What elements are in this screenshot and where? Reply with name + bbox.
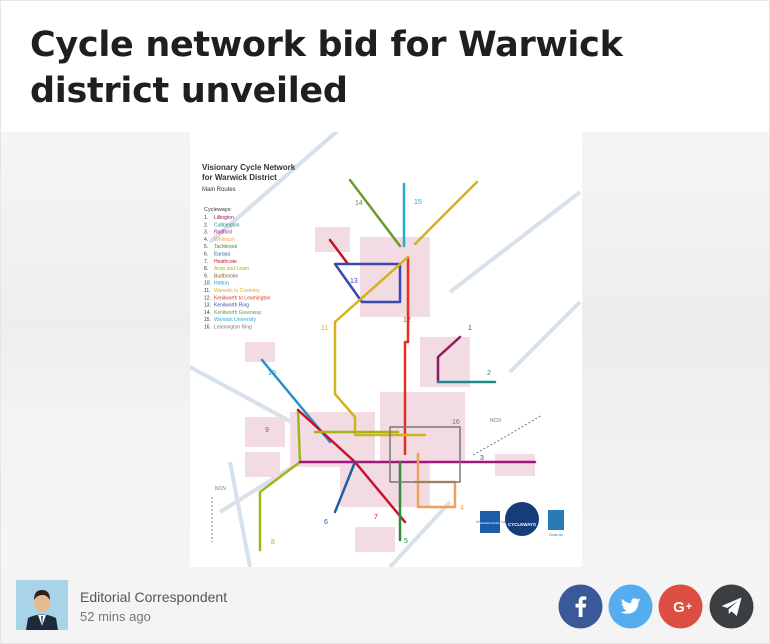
map-subtitle: Main Routes <box>202 187 236 193</box>
route-number-label: 11 <box>321 325 328 332</box>
legend-number: 1. <box>204 215 208 221</box>
article-hero-image[interactable]: Visionary Cycle Network for Warwick Dist… <box>1 132 769 567</box>
legend-number: 6. <box>204 252 208 258</box>
legend-number: 4. <box>204 237 208 243</box>
share-twitter-button[interactable] <box>608 584 653 629</box>
google-plus-icon: G + <box>658 584 703 629</box>
post-time: 52 mins ago <box>80 609 151 624</box>
svg-text:+: + <box>686 601 692 613</box>
twitter-icon <box>608 584 653 629</box>
route-number-label: 1 <box>468 325 472 332</box>
author-name[interactable]: Editorial Correspondent <box>80 589 228 605</box>
legend-item: Avon and Leam <box>214 266 249 272</box>
legend-number: 8. <box>204 266 208 272</box>
legend-item: Europa <box>214 252 230 258</box>
route-number-label: 7 <box>374 514 378 521</box>
legend-item: Kenilworth to Leamington <box>214 295 271 301</box>
legend-item: Lillington <box>214 215 234 221</box>
map-background-roads <box>190 132 582 567</box>
legend-item: Whitnash <box>214 237 235 243</box>
share-google-plus-button[interactable]: G + <box>658 584 703 629</box>
article-footer: Editorial Correspondent 52 mins ago G + <box>1 567 769 643</box>
map-badges: Warwick District CYCLEWAYS Clean Air <box>479 502 564 537</box>
share-telegram-button[interactable] <box>709 584 754 629</box>
ncn-label-east: NCN <box>490 418 501 424</box>
map-text: Visionary Cycle Network for Warwick Dist… <box>202 163 296 213</box>
legend-number: 12. <box>204 295 211 301</box>
legend-number: 9. <box>204 273 208 279</box>
legend-number: 7. <box>204 259 208 265</box>
route-number-label: 4 <box>460 505 464 512</box>
cycleways-badge <box>505 502 539 536</box>
warwick-district-badge <box>480 511 500 533</box>
legend-heading: Cycleways: <box>204 207 232 213</box>
legend-item: Hatton <box>214 281 229 287</box>
map-title-line2: for Warwick District <box>202 173 277 182</box>
route-number-label: 13 <box>350 278 358 285</box>
svg-text:G: G <box>673 599 685 616</box>
route-number-label: 6 <box>324 519 328 526</box>
hero-blur-right <box>579 132 769 567</box>
legend-item: Cubbington <box>214 222 240 228</box>
legend-number: 14. <box>204 310 211 316</box>
legend-number: 3. <box>204 230 208 236</box>
route-number-label: 10 <box>268 370 276 377</box>
legend-item: Heathcote <box>214 259 237 265</box>
map-routes <box>258 178 537 552</box>
route-number-label: 2 <box>487 370 491 377</box>
map-ncn-routes <box>211 414 543 542</box>
legend-item: Warwick University <box>214 317 257 323</box>
svg-text:Warwick District: Warwick District <box>479 521 500 525</box>
route-number-label: 5 <box>404 538 408 545</box>
legend-number: 10. <box>204 281 211 287</box>
legend-item: Tachbrook <box>214 244 238 250</box>
telegram-icon <box>709 584 754 629</box>
route-number-label: 16 <box>452 419 460 426</box>
legend-number: 5. <box>204 244 208 250</box>
route-number-label: 8 <box>271 539 275 546</box>
legend-number: 16. <box>204 325 211 331</box>
legend-number: 11. <box>204 288 211 294</box>
svg-text:Clean Air: Clean Air <box>549 533 564 537</box>
ncn-label-west: NCN <box>215 486 226 492</box>
legend-item: Leamington Ring <box>214 325 252 331</box>
map-legend: 1. Lillington 2. Cubbington 3. Radford 4. Whitn… <box>204 215 271 331</box>
route-number-label: 15 <box>414 199 422 206</box>
legend-item: Kenilworth Greenway <box>214 310 262 316</box>
legend-number: 13. <box>204 303 211 309</box>
route-number-label: 14 <box>355 200 363 207</box>
cycle-network-map: Visionary Cycle Network for Warwick Dist… <box>190 132 582 567</box>
legend-item: Radford <box>214 230 232 236</box>
share-facebook-button[interactable] <box>558 584 603 629</box>
hero-blur-left <box>1 132 191 567</box>
legend-number: 2. <box>204 222 208 228</box>
article-headline: Cycle network bid for Warwick district u… <box>30 25 623 111</box>
legend-item: Budbrooke <box>214 273 238 279</box>
author-avatar[interactable] <box>16 580 68 630</box>
legend-item: Kenilworth Ring <box>214 303 249 309</box>
clean-air-badge <box>548 510 564 530</box>
facebook-icon <box>558 584 603 629</box>
legend-number: 15. <box>204 317 211 323</box>
route-number-label: 3 <box>480 455 484 462</box>
route-number-label: 9 <box>265 427 269 434</box>
legend-item: Warwick to Coventry <box>214 288 260 294</box>
route-number-label: 12 <box>403 317 411 324</box>
svg-text:CYCLEWAYS: CYCLEWAYS <box>508 522 536 527</box>
map-title-line1: Visionary Cycle Network <box>202 163 296 172</box>
